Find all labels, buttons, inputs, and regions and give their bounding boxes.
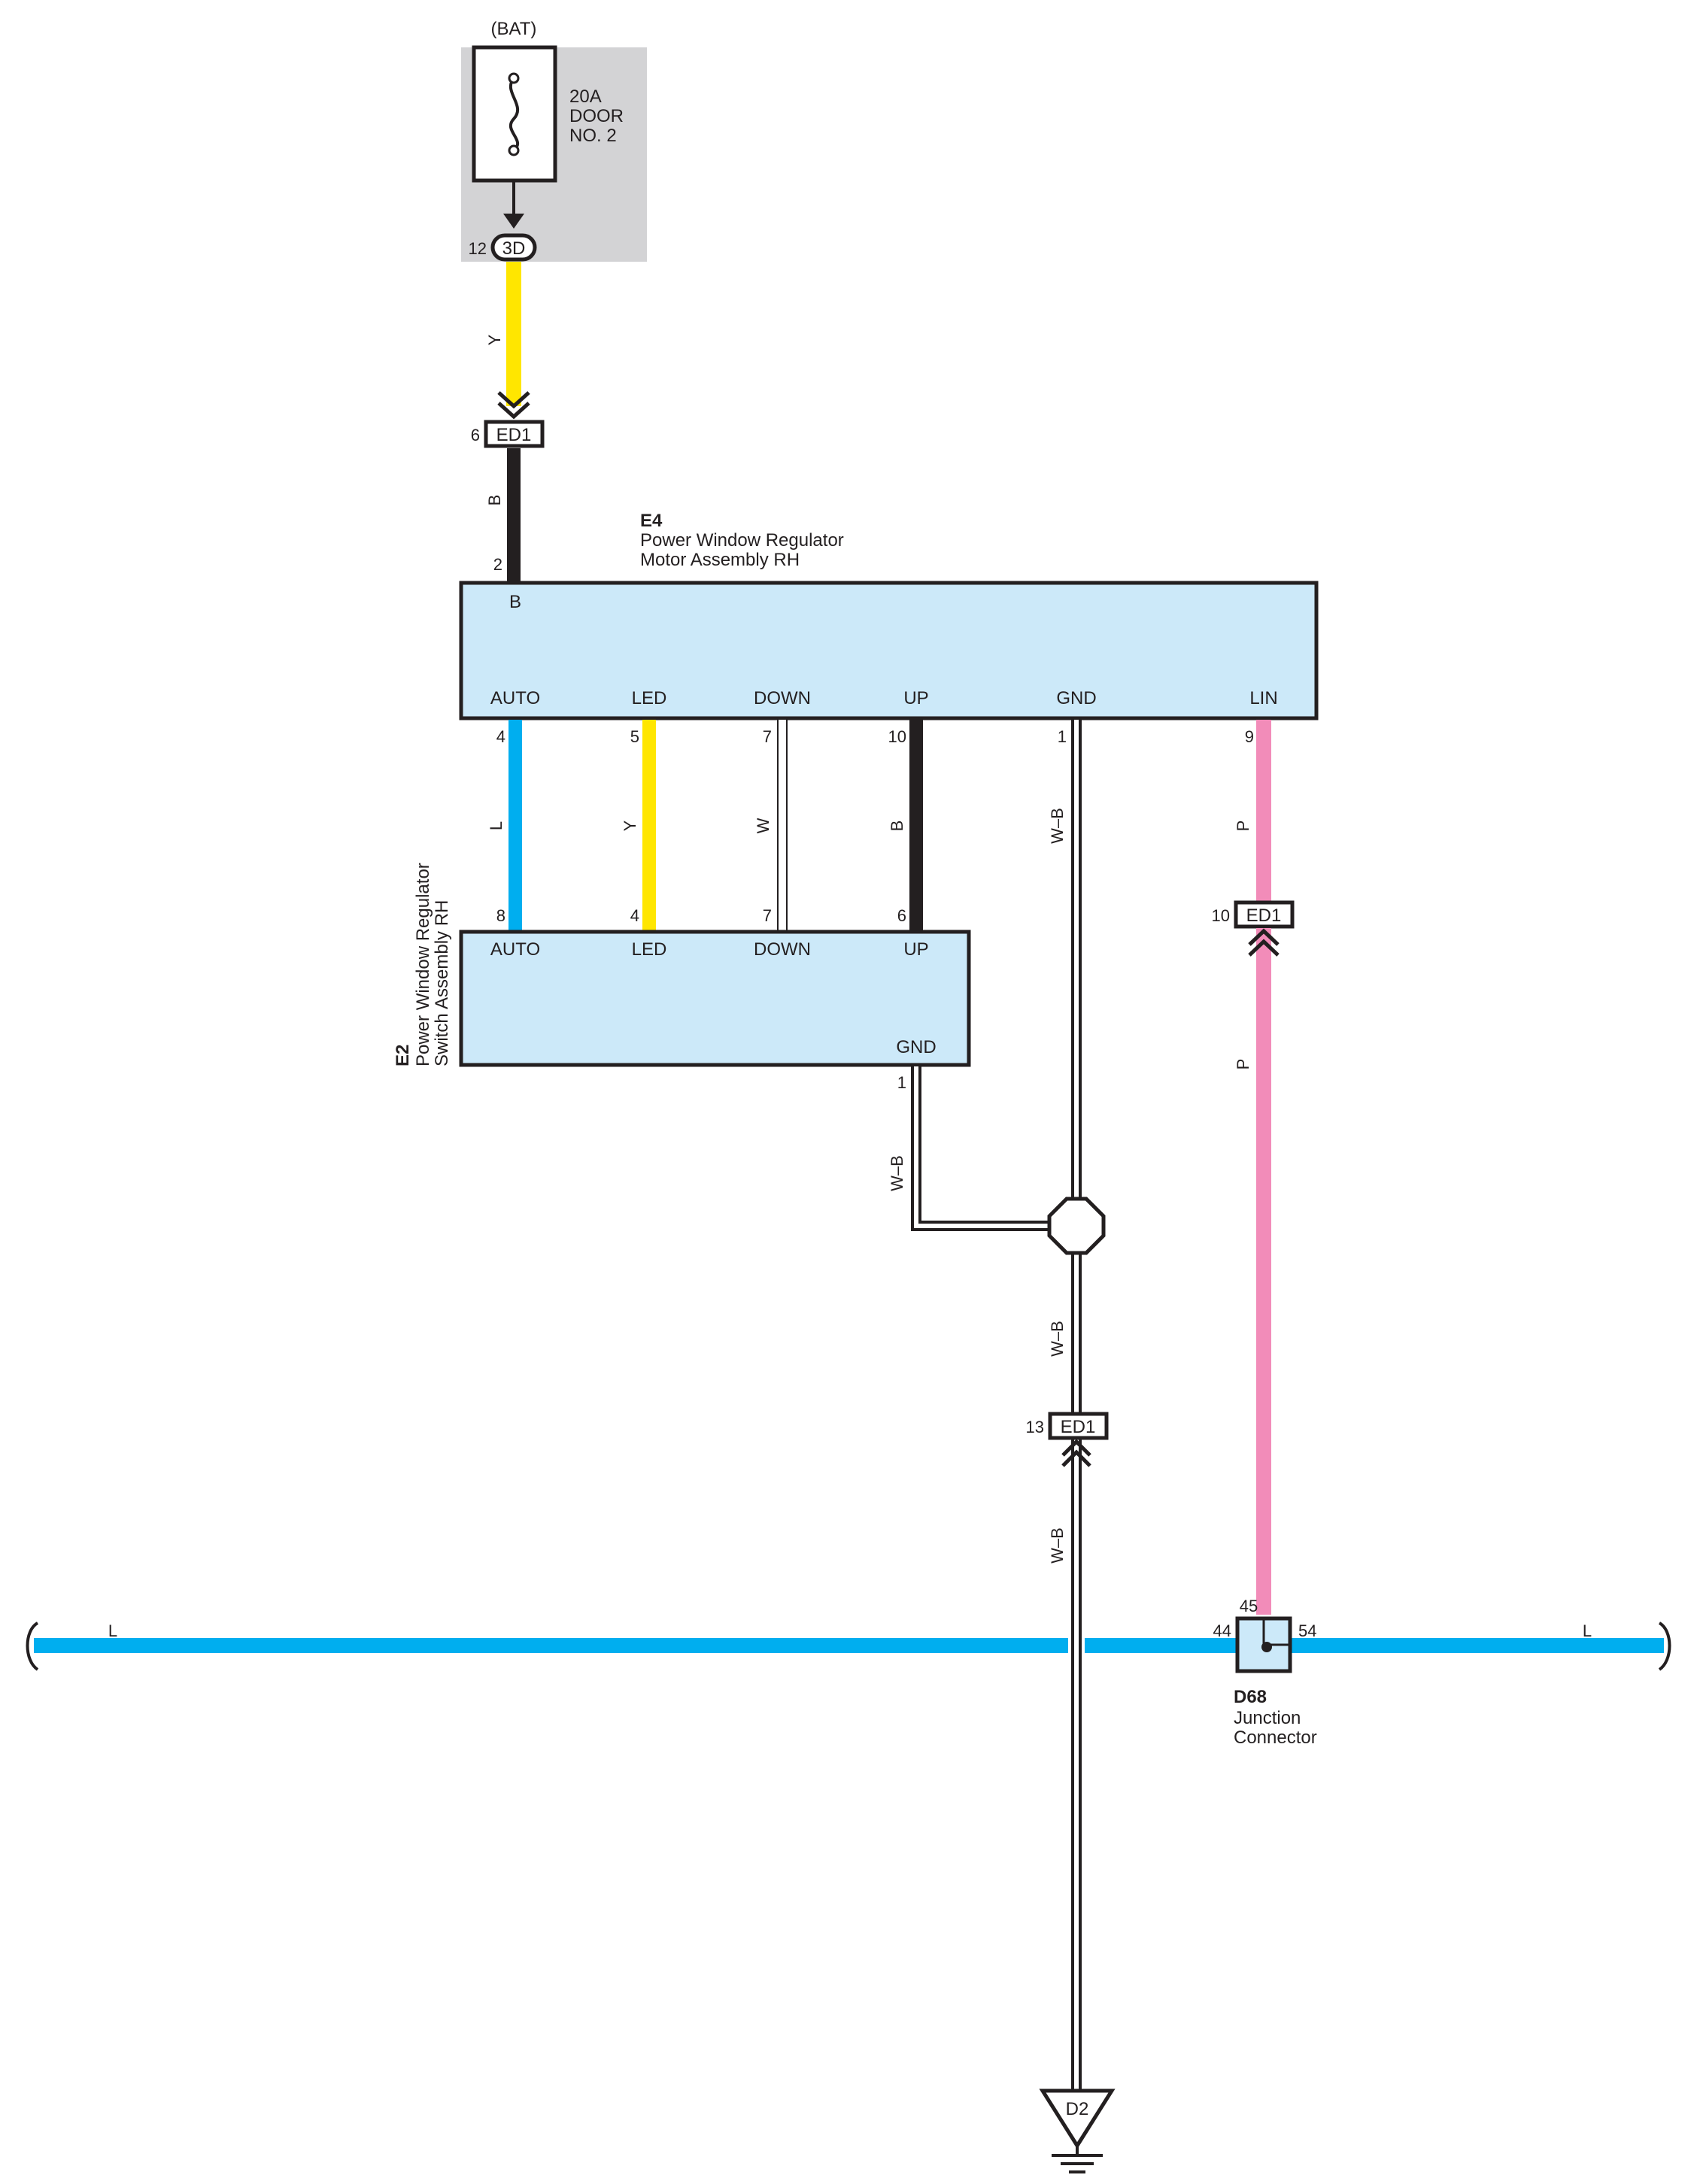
e4-box — [459, 581, 1319, 720]
wire-label-e2-gnd: W–B — [888, 1155, 906, 1191]
connector-ed1-lin-pin: 10 — [1212, 906, 1230, 925]
d68-pin-top: 45 — [1240, 1597, 1258, 1615]
wire-label-y-fuse: Y — [485, 334, 504, 345]
e4-pin-up: 10 — [888, 727, 906, 746]
wire-break-right-icon — [1658, 1621, 1671, 1671]
fuse-block: (BAT) 20A DOOR NO. 2 3D 12 — [461, 19, 647, 262]
wire-label-gnd-mid: W–B — [1048, 1321, 1067, 1357]
connector-ed1-gnd: ED1 13 — [1026, 1412, 1109, 1467]
e2-box — [459, 930, 971, 1067]
e4-terminal-auto: AUTO — [490, 688, 540, 708]
connector-ed1-lin-box — [1234, 900, 1295, 929]
component-e2: AUTO LED DOWN UP GND E2 Power Window Reg… — [393, 863, 971, 1067]
fuse-rating: 20A — [569, 86, 602, 107]
e4-name-line1: Power Window Regulator — [640, 530, 844, 551]
chevron-up-icon — [1248, 928, 1280, 946]
component-e4: E4 Power Window Regulator Motor Assembly… — [459, 511, 1319, 720]
d68-junction-dot-icon — [1261, 1642, 1272, 1652]
e2-terminal-auto: AUTO — [490, 939, 540, 960]
fuse-pin: 12 — [469, 239, 487, 258]
wire-label-up: B — [888, 821, 906, 832]
e2-pin-down: 7 — [763, 906, 772, 925]
e4-terminal-gnd: GND — [1056, 688, 1096, 708]
connector-ed1-gnd-label: ED1 — [1061, 1417, 1096, 1437]
wire-label-down: W — [754, 817, 773, 833]
d68-name-line2: Connector — [1234, 1727, 1317, 1748]
e2-terminal-gnd: GND — [896, 1037, 936, 1057]
e2-terminal-down: DOWN — [754, 939, 811, 960]
connector-ed1-lin: ED1 10 — [1212, 900, 1295, 929]
e2-terminal-led: LED — [632, 939, 667, 960]
component-d68: 45 44 54 D68 Junction Connector — [1213, 1597, 1317, 1748]
e2-pin-auto: 8 — [496, 906, 505, 925]
chevron-up-icon — [1248, 939, 1280, 957]
e4-terminal-down: DOWN — [754, 688, 811, 708]
e4-id: E4 — [640, 511, 663, 531]
e2-pin-gnd: 1 — [897, 1073, 906, 1092]
chevron-up-icon — [1061, 1449, 1091, 1467]
fuse-element-icon — [508, 77, 520, 152]
wire-label-lin-upper: P — [1234, 821, 1252, 832]
fuse-name-line2: NO. 2 — [569, 126, 617, 146]
fuse-terminal-bottom-icon — [508, 144, 520, 156]
wire-label-b-e4-supply: B — [485, 495, 504, 506]
d68-name-line1: Junction — [1234, 1708, 1301, 1728]
wire-e2-gnd — [914, 1066, 1052, 1228]
e2-terminal-up: UP — [903, 939, 928, 960]
chevron-down-icon — [497, 391, 530, 409]
d68-pin-right: 54 — [1298, 1621, 1316, 1640]
e2-pin-up: 6 — [897, 906, 906, 925]
ground-label: D2 — [1066, 2099, 1089, 2119]
e2-name-line1: Power Window Regulator — [413, 863, 433, 1066]
wire-e2-gnd-outline — [911, 1066, 1052, 1231]
e4-pin-led: 5 — [630, 727, 639, 746]
connector-3d-label: 3D — [502, 238, 526, 259]
wire-label-led: Y — [621, 820, 639, 831]
chevron-up-icon — [1061, 1439, 1091, 1457]
fuse-arrow-icon — [503, 214, 524, 229]
wire-label-bus-right: L — [1583, 1621, 1592, 1640]
fuse-box — [472, 45, 557, 183]
connector-3d-box — [490, 233, 537, 262]
ground-triangle-icon — [1039, 2088, 1116, 2149]
wire-label-gnd-lower: W–B — [1048, 1527, 1067, 1564]
connector-ed1-top-pin: 6 — [471, 426, 480, 444]
e4-pin-auto: 4 — [496, 727, 505, 746]
e4-terminal-up: UP — [903, 688, 928, 708]
connector-ed1-gnd-pin: 13 — [1026, 1418, 1044, 1436]
connector-ed1-lin-label: ED1 — [1246, 905, 1282, 926]
connector-ed1-top: ED1 6 — [471, 420, 545, 448]
e2-id: E2 — [393, 1045, 413, 1066]
wire-label-auto: L — [487, 821, 505, 830]
ground-d2: D2 — [1039, 2088, 1116, 2173]
fuse-name-line1: DOOR — [569, 106, 624, 126]
connector-ed1-top-label: ED1 — [496, 425, 532, 445]
e4-pin-lin: 9 — [1245, 727, 1254, 746]
ground-splice-icon — [1047, 1197, 1106, 1255]
wire-label-bus-left: L — [108, 1621, 117, 1640]
e2-pin-led: 4 — [630, 906, 639, 925]
e4-pin-gnd: 1 — [1058, 727, 1067, 746]
fuse-source-label: (BAT) — [491, 19, 537, 39]
e4-name-line2: Motor Assembly RH — [640, 550, 800, 570]
wire-label-lin-lower: P — [1234, 1059, 1252, 1070]
d68-pin-left: 44 — [1213, 1621, 1231, 1640]
wire-break-left-icon — [26, 1621, 39, 1671]
chevron-down-icon — [497, 402, 530, 420]
e4-top-pin: 2 — [493, 555, 502, 574]
d68-id: D68 — [1234, 1687, 1267, 1707]
fuse-terminal-top-icon — [508, 72, 520, 84]
e2-name-line2: Switch Assembly RH — [432, 900, 452, 1066]
connector-ed1-top-box — [484, 420, 545, 448]
wire-label-e4-gnd: W–B — [1048, 808, 1067, 844]
e4-terminal-b: B — [509, 592, 521, 612]
e4-pin-down: 7 — [763, 727, 772, 746]
e4-terminal-led: LED — [632, 688, 667, 708]
e4-terminal-lin: LIN — [1249, 688, 1277, 708]
connector-ed1-gnd-box — [1048, 1412, 1109, 1440]
